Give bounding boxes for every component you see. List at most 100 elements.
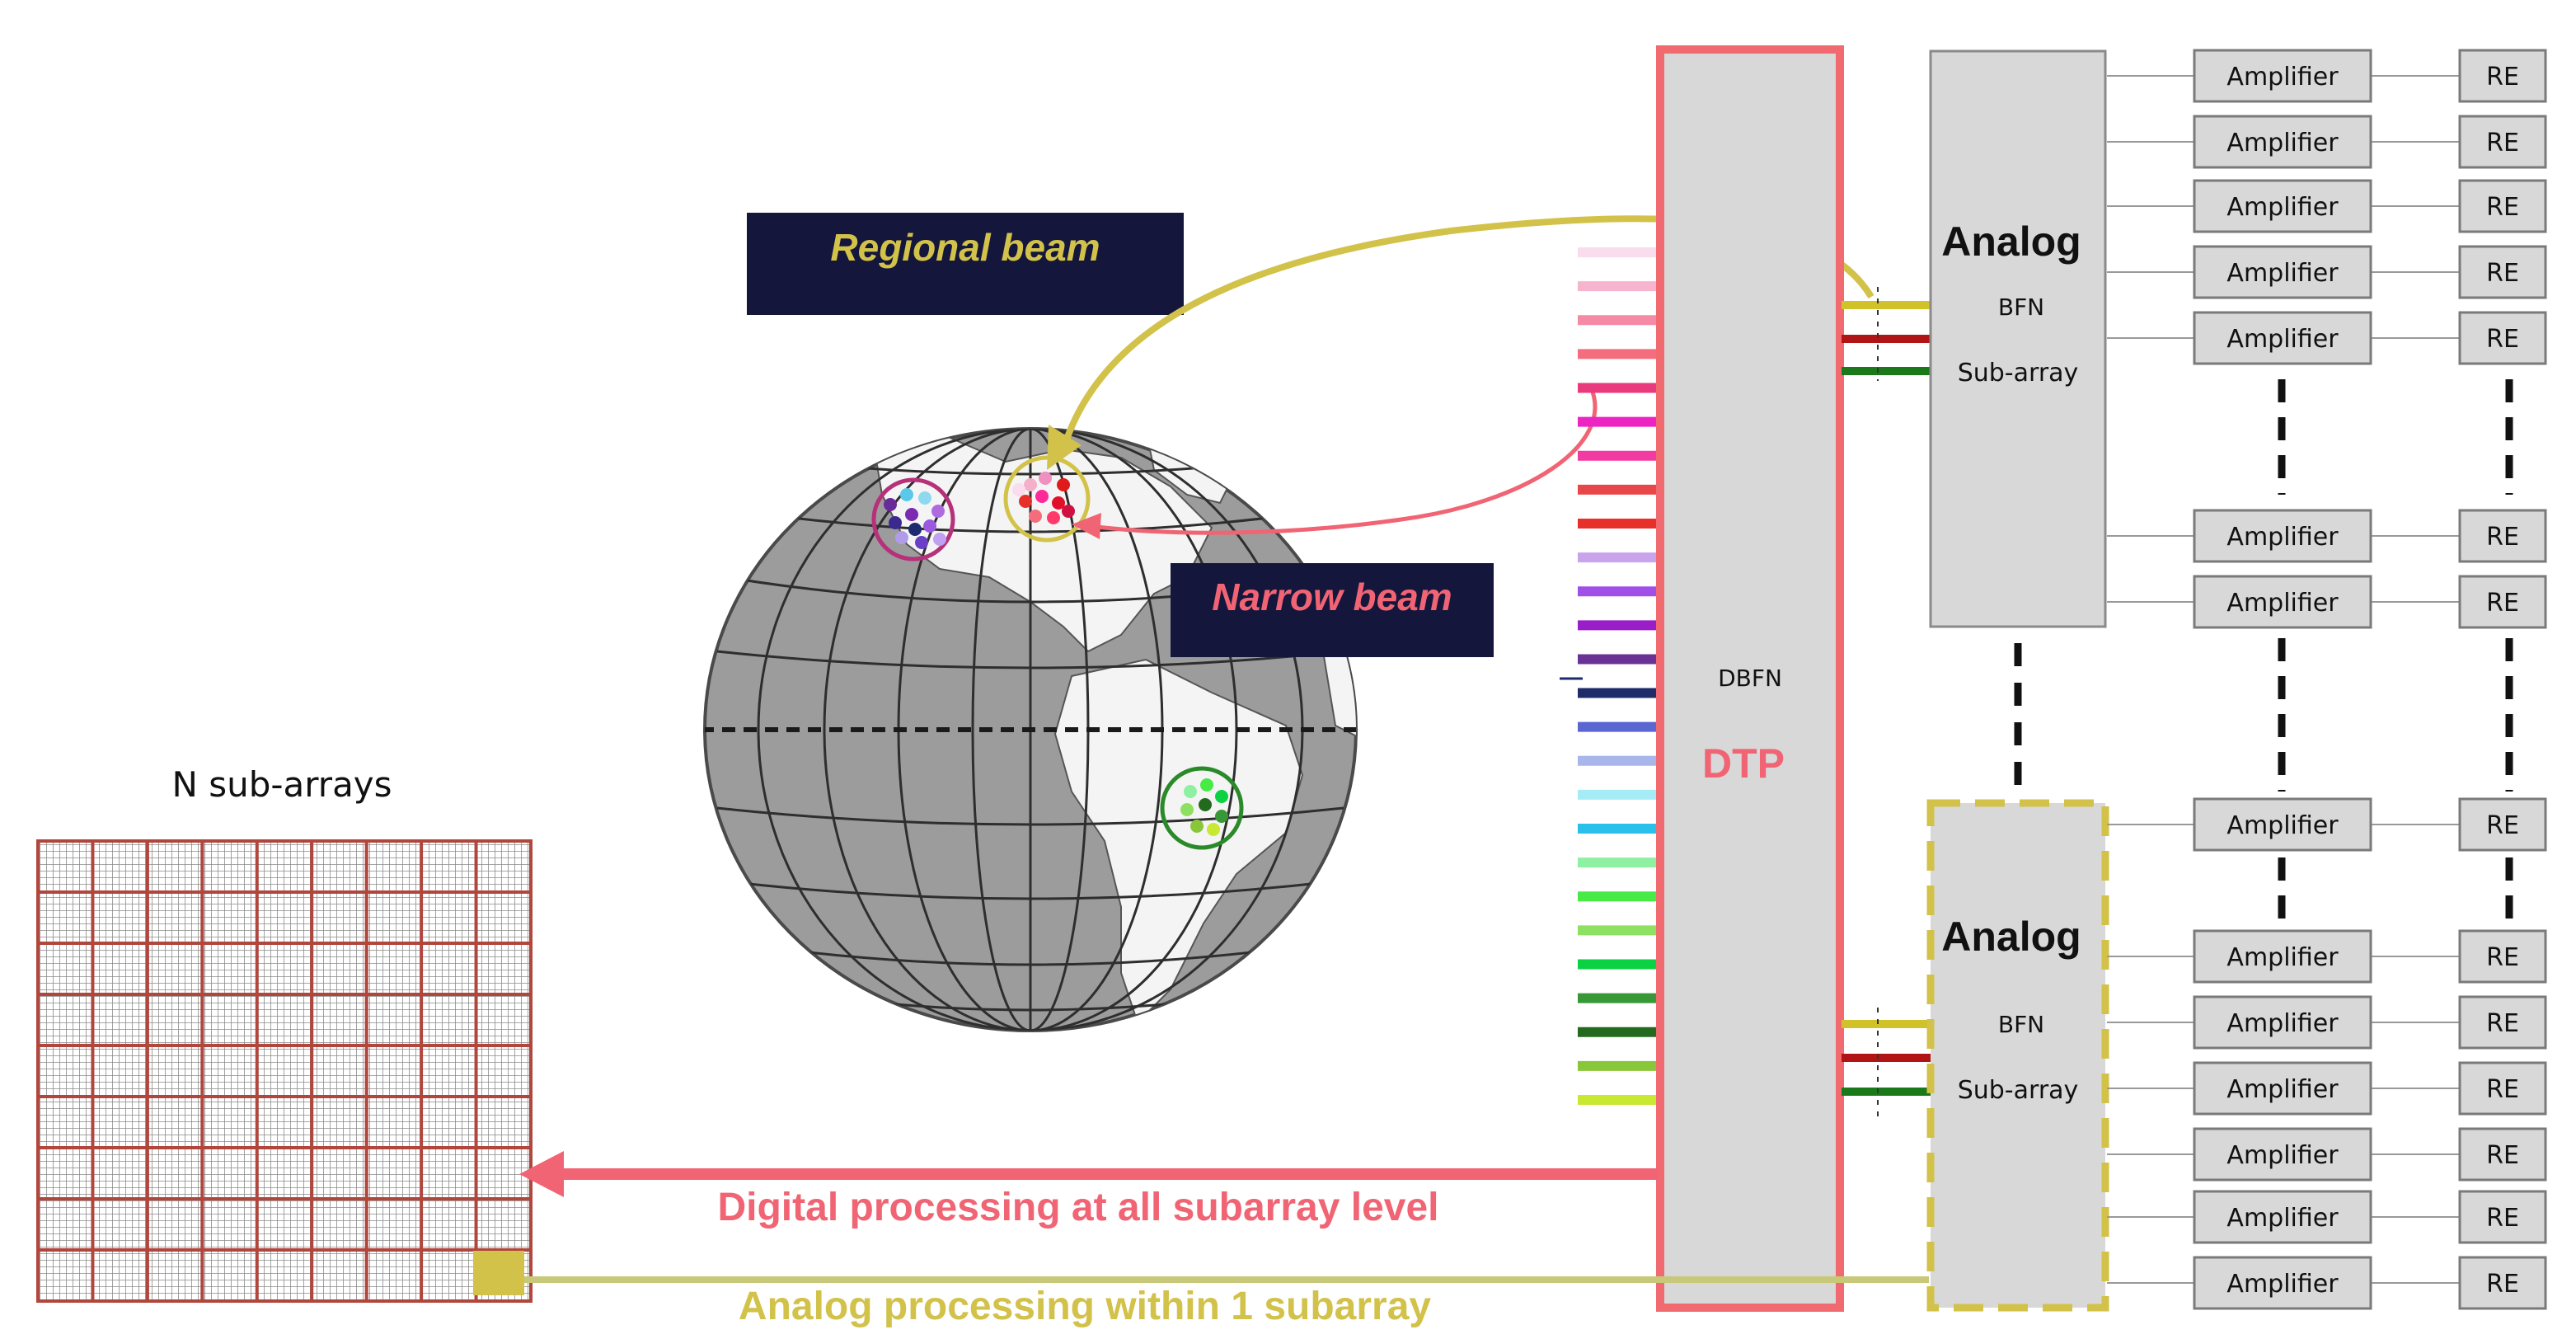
re-box bbox=[2458, 1190, 2547, 1244]
amplifier-label: Amplifier bbox=[2226, 589, 2339, 618]
amplifier-box bbox=[2193, 179, 2372, 233]
re-box bbox=[2458, 179, 2547, 233]
re-label: RE bbox=[2486, 943, 2519, 972]
globe-icon bbox=[703, 427, 1358, 1032]
re-label: RE bbox=[2486, 63, 2519, 92]
re-label: RE bbox=[2486, 325, 2519, 354]
user-cluster-icon bbox=[871, 477, 955, 561]
sub-array-label: Sub-array bbox=[1958, 359, 2079, 388]
amplifier-box bbox=[2193, 575, 2372, 629]
bfn-connectors-bottom bbox=[1842, 1008, 1931, 1121]
amplifier-chain-row: Amplifier RE bbox=[2107, 575, 2547, 629]
amplifier-chain-row: Amplifier RE bbox=[2107, 1127, 2547, 1182]
re-label: RE bbox=[2486, 1075, 2519, 1104]
amplifier-chain-row: Amplifier RE bbox=[2107, 509, 2547, 563]
re-label: RE bbox=[2486, 1141, 2519, 1170]
regional-beam-label: Regional beam bbox=[830, 226, 1100, 269]
bfn-label: BFN bbox=[1998, 1011, 2044, 1038]
amplifier-label: Amplifier bbox=[2226, 259, 2339, 288]
amplifier-label: Amplifier bbox=[2226, 325, 2339, 354]
amplifier-label: Amplifier bbox=[2226, 943, 2339, 972]
chain-continuation-dashes bbox=[2278, 379, 2513, 922]
single-subarray-highlight bbox=[473, 1251, 524, 1295]
re-label: RE bbox=[2486, 589, 2519, 618]
amplifier-label: Amplifier bbox=[2226, 1204, 2339, 1233]
amplifier-chain-row: Amplifier RE bbox=[2107, 1061, 2547, 1116]
re-box bbox=[2458, 797, 2547, 852]
re-box bbox=[2458, 49, 2547, 103]
re-label: RE bbox=[2486, 811, 2519, 840]
amplifier-chain-row: Amplifier RE bbox=[2107, 179, 2547, 233]
user-cluster-icon bbox=[1003, 455, 1091, 543]
digital-processing-arrow bbox=[519, 1151, 1659, 1197]
amplifier-chain-row: Amplifier RE bbox=[2107, 49, 2547, 103]
amplifier-box bbox=[2193, 929, 2372, 984]
amplifier-label: Amplifier bbox=[2226, 63, 2339, 92]
bfn-connectors-top bbox=[1842, 287, 1931, 381]
re-box bbox=[2458, 115, 2547, 169]
amplifier-label: Amplifier bbox=[2226, 1009, 2339, 1038]
bfn-label: BFN bbox=[1998, 294, 2044, 321]
amplifier-box bbox=[2193, 1256, 2372, 1310]
amplifier-box bbox=[2193, 311, 2372, 365]
amplifier-chain-row: Amplifier RE bbox=[2107, 929, 2547, 984]
analog-bfn-block-bottom: Analog BFN Sub-array bbox=[1926, 799, 2109, 1312]
amplifier-chain-row: Amplifier RE bbox=[2107, 1190, 2547, 1244]
re-label: RE bbox=[2486, 523, 2519, 552]
digital-processing-label: Digital processing at all subarray level bbox=[717, 1186, 1438, 1229]
amplifier-label: Amplifier bbox=[2226, 129, 2339, 157]
amplifier-box bbox=[2193, 995, 2372, 1050]
narrow-beam-arrow bbox=[1089, 387, 1598, 535]
re-label: RE bbox=[2486, 1204, 2519, 1233]
amplifier-box bbox=[2193, 509, 2372, 563]
subarray-grid-label: N sub-arrays bbox=[171, 764, 392, 805]
amplifier-box bbox=[2193, 797, 2372, 852]
re-box bbox=[2458, 1061, 2547, 1116]
amplifier-box bbox=[2193, 1190, 2372, 1244]
amplifier-box bbox=[2193, 245, 2372, 299]
amplifier-box bbox=[2193, 1061, 2372, 1116]
narrow-beam-callout: Narrow beam bbox=[1171, 563, 1494, 657]
amplifier-label: Amplifier bbox=[2226, 1075, 2339, 1104]
beam-input-lines bbox=[1578, 247, 1659, 1105]
regional-beam-arrowhead bbox=[1047, 425, 1082, 470]
amplifier-label: Amplifier bbox=[2226, 523, 2339, 552]
amplifier-label: Amplifier bbox=[2226, 1141, 2339, 1170]
re-box bbox=[2458, 929, 2547, 984]
amplifier-chain-row: Amplifier RE bbox=[2107, 115, 2547, 169]
user-cluster-icon bbox=[1160, 766, 1244, 850]
amplifier-box bbox=[2193, 115, 2372, 169]
amplifier-chain-row: Amplifier RE bbox=[2107, 245, 2547, 299]
analog-bfn-block-top: Analog BFN Sub-array bbox=[1929, 49, 2107, 628]
re-label: RE bbox=[2486, 1009, 2519, 1038]
re-box bbox=[2458, 311, 2547, 365]
re-label: RE bbox=[2486, 193, 2519, 222]
re-box bbox=[2458, 509, 2547, 563]
re-label: RE bbox=[2486, 129, 2519, 157]
sub-array-label: Sub-array bbox=[1958, 1076, 2079, 1105]
amplifier-label: Amplifier bbox=[2226, 811, 2339, 840]
analog-title: Analog bbox=[1941, 914, 2081, 960]
narrow-beam-label: Narrow beam bbox=[1212, 576, 1452, 618]
amplifier-label: Amplifier bbox=[2226, 1270, 2339, 1299]
subarray-grid bbox=[36, 839, 533, 1303]
amplifier-chain-row: Amplifier RE bbox=[2107, 797, 2547, 852]
amplifier-box bbox=[2193, 49, 2372, 103]
re-box bbox=[2458, 575, 2547, 629]
dtp-processor: DBFN DTP bbox=[1656, 45, 1844, 1312]
re-box bbox=[2458, 1256, 2547, 1310]
re-box bbox=[2458, 995, 2547, 1050]
amplifier-box bbox=[2193, 1127, 2372, 1182]
re-label: RE bbox=[2486, 259, 2519, 288]
analog-title: Analog bbox=[1941, 218, 2081, 265]
dbfn-label: DBFN bbox=[1718, 665, 1782, 692]
re-box bbox=[2458, 245, 2547, 299]
amplifier-label: Amplifier bbox=[2226, 193, 2339, 222]
regional-beam-callout: Regional beam bbox=[747, 213, 1184, 315]
amplifier-chain-row: Amplifier RE bbox=[2107, 311, 2547, 365]
analog-processing-label: Analog processing within 1 subarray bbox=[739, 1285, 1431, 1328]
amplifier-chain-row: Amplifier RE bbox=[2107, 995, 2547, 1050]
